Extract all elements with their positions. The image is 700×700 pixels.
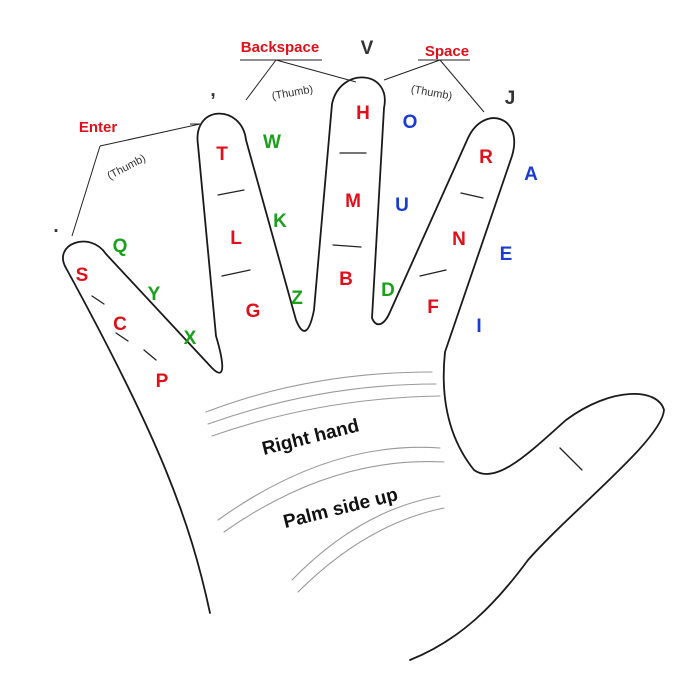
index-letter-n: N	[452, 229, 466, 250]
index-letter-i: I	[476, 316, 481, 337]
index-letter-r: R	[479, 147, 493, 168]
middle-letter-b: B	[339, 269, 353, 290]
middle-letter-m: M	[345, 191, 361, 212]
ring-letter-l: L	[230, 228, 242, 249]
thumb-note-space: (Thumb)	[410, 84, 453, 103]
hand-outline	[62, 76, 665, 661]
index-letter-f: F	[427, 297, 439, 318]
enter-label: Enter	[79, 119, 118, 136]
palm-lines	[205, 371, 445, 593]
letter-v: V	[361, 38, 374, 59]
comma-mark: ,	[210, 80, 215, 101]
ring-letter-k: K	[273, 211, 287, 232]
ring-letter-w: W	[263, 132, 281, 153]
middle-letter-d: D	[381, 280, 395, 301]
caption-palm-side-up: Palm side up	[281, 484, 400, 533]
index-letter-a: A	[524, 164, 538, 185]
thumb-note-enter: (Thumb)	[105, 152, 147, 182]
pinky-letter-p: P	[156, 371, 169, 392]
pinky-letter-c: C	[113, 314, 127, 335]
index-letter-e: E	[500, 244, 513, 265]
pinky-letter-q: Q	[113, 236, 128, 257]
space-label: Space	[425, 43, 469, 60]
finger-creases	[91, 152, 583, 471]
leader-lines	[71, 59, 485, 237]
pinky-letter-s: S	[76, 265, 89, 286]
period-mark: .	[53, 216, 58, 237]
caption-right-hand: Right hand	[260, 415, 361, 459]
middle-letter-o: O	[403, 112, 418, 133]
ring-letter-t: T	[216, 144, 228, 165]
ring-letter-g: G	[246, 301, 261, 322]
pinky-letter-y: Y	[148, 284, 161, 305]
ring-letter-z: Z	[291, 288, 303, 309]
letter-j: J	[505, 88, 516, 109]
thumb-note-backspace: (Thumb)	[271, 84, 314, 103]
backspace-label: Backspace	[241, 39, 319, 56]
middle-letter-u: U	[395, 195, 409, 216]
middle-letter-h: H	[356, 103, 370, 124]
pinky-letter-x: X	[184, 328, 197, 349]
